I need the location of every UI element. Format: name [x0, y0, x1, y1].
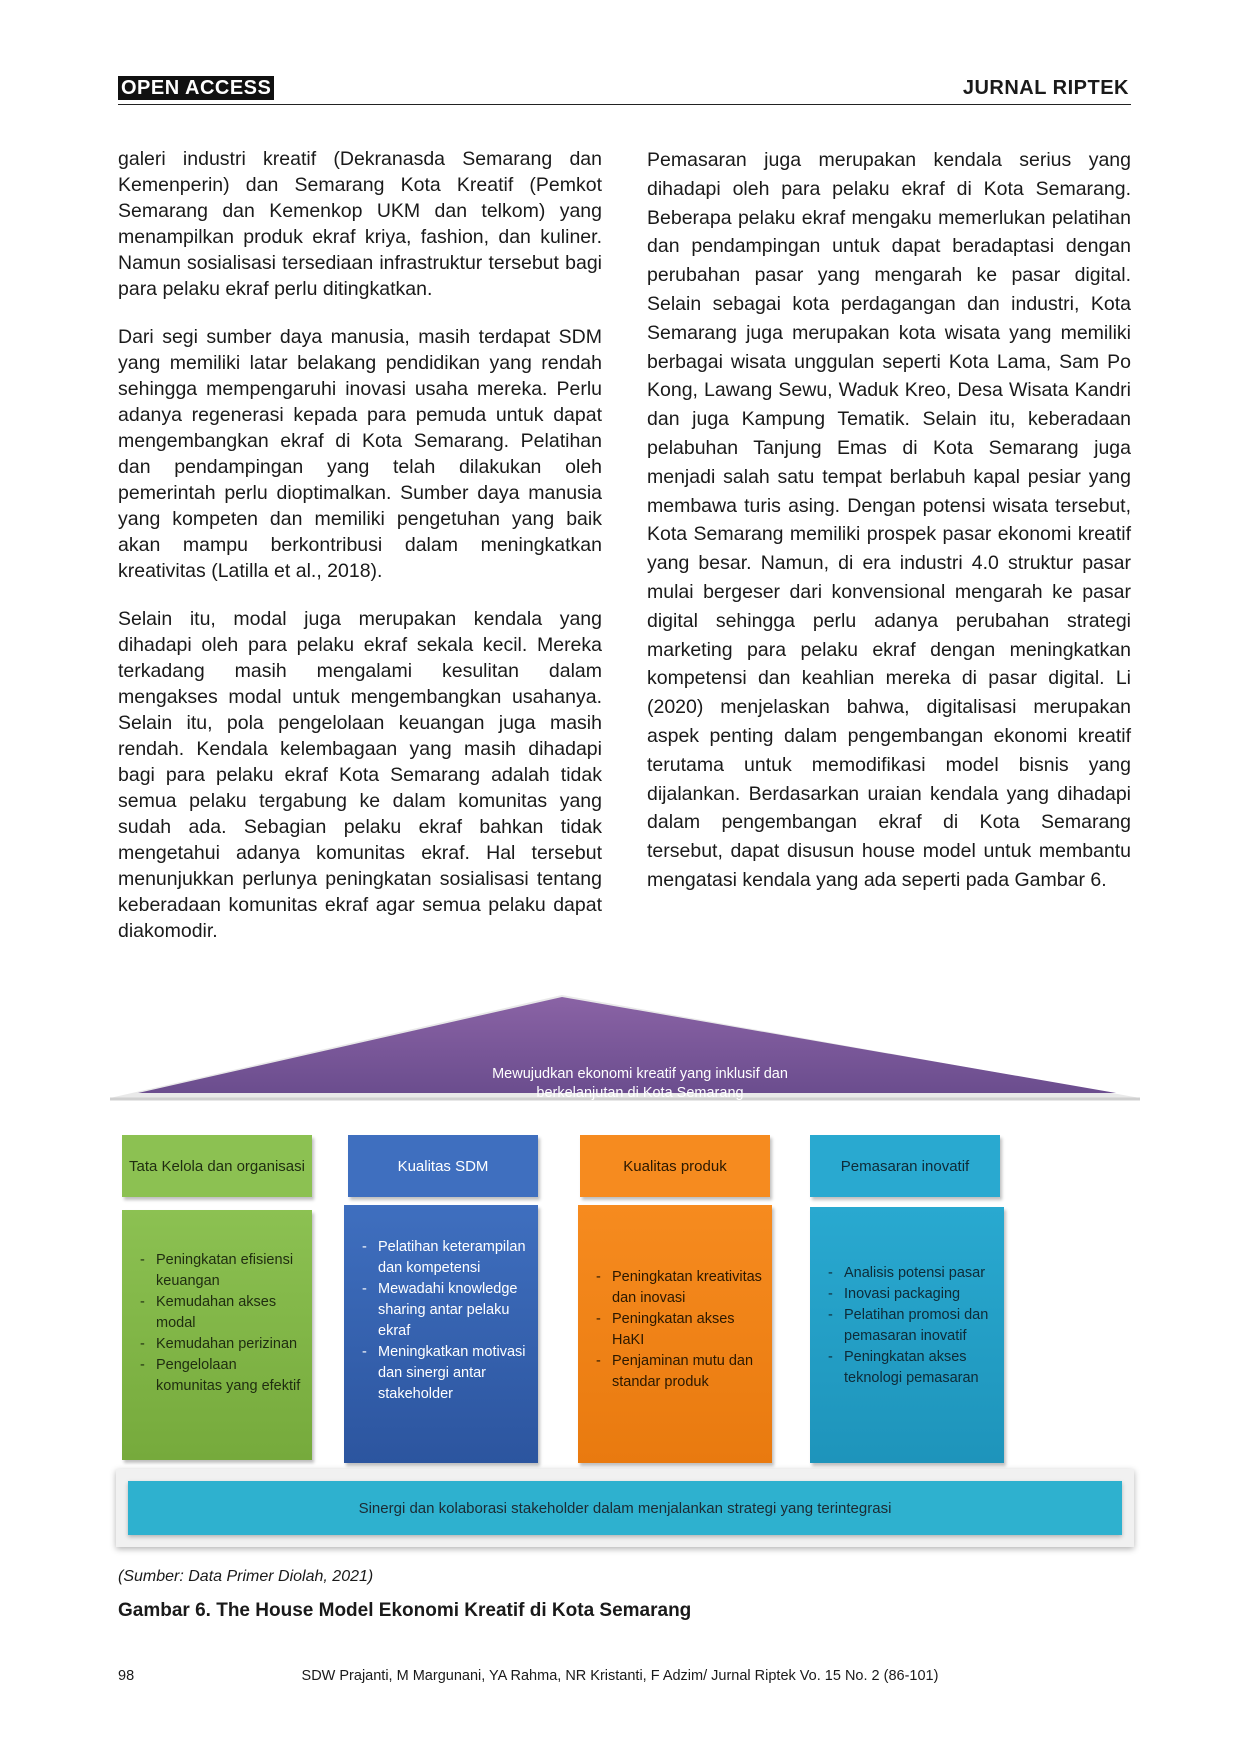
figure-caption: Gambar 6. The House Model Ekonomi Kreati…	[118, 1600, 692, 1621]
list-item: Meningkatkan motivasi dan sinergi antar …	[360, 1342, 528, 1405]
list-item: Penjaminan mutu dan standar produk	[594, 1351, 762, 1393]
page-number: 98	[118, 1668, 135, 1684]
pillar-body-marketing: Analisis potensi pasar Inovasi packaging…	[810, 1207, 1004, 1463]
left-column: galeri industri kreatif (Dekranasda Sema…	[118, 146, 602, 966]
pillar-body-product-quality: Peningkatan kreativitas dan inovasi Peni…	[578, 1205, 772, 1463]
list-item: Inovasi packaging	[826, 1284, 994, 1305]
house-model-diagram: Mewujudkan ekonomi kreatif yang inklusif…	[110, 995, 1140, 1565]
open-access-badge: OPEN ACCESS	[118, 76, 275, 100]
journal-name: JURNAL RIPTEK	[962, 77, 1129, 99]
pillar-head-governance: Tata Kelola dan organisasi	[122, 1135, 312, 1197]
roof-title: Mewujudkan ekonomi kreatif yang inklusif…	[492, 1066, 788, 1101]
page-header: OPEN ACCESS JURNAL RIPTEK	[118, 74, 1131, 105]
list-item: Peningkatan akses HaKI	[594, 1309, 762, 1351]
paragraph: Pemasaran juga merupakan kendala serius …	[647, 149, 1131, 891]
pillar-head-hr-quality: Kualitas SDM	[348, 1135, 538, 1197]
footer-citation: SDW Prajanti, M Margunani, YA Rahma, NR …	[301, 1668, 939, 1684]
list-item: Pelatihan promosi dan pemasaran inovatif	[826, 1305, 994, 1347]
list-item: Peningkatan kreativitas dan inovasi	[594, 1267, 762, 1309]
list-item: Pelatihan keterampilan dan kompetensi	[360, 1237, 528, 1279]
figure-source: (Sumber: Data Primer Diolah, 2021)	[118, 1568, 374, 1585]
list-item: Analisis potensi pasar	[826, 1263, 994, 1284]
list-item: Peningkatan akses teknologi pemasaran	[826, 1347, 994, 1389]
pillar-body-governance: Peningkatan efisiensi keuangan Kemudahan…	[122, 1210, 312, 1460]
list-item: Pengelolaan komunitas yang efektif	[138, 1355, 302, 1397]
right-column: Pemasaran juga merupakan kendala serius …	[647, 146, 1131, 895]
list-item: Kemudahan akses modal	[138, 1292, 302, 1334]
paragraph: galeri industri kreatif (Dekranasda Sema…	[118, 148, 602, 300]
paragraph: Selain itu, modal juga merupakan kendala…	[118, 608, 602, 942]
house-roof	[110, 995, 1140, 1101]
list-item: Mewadahi knowledge sharing antar pelaku …	[360, 1279, 528, 1342]
pillar-body-hr-quality: Pelatihan keterampilan dan kompetensi Me…	[344, 1205, 538, 1463]
list-item: Kemudahan perizinan	[138, 1334, 302, 1355]
pillar-head-product-quality: Kualitas produk	[580, 1135, 770, 1197]
pillar-head-marketing: Pemasaran inovatif	[810, 1135, 1000, 1197]
paragraph: Dari segi sumber daya manusia, masih ter…	[118, 326, 602, 582]
list-item: Peningkatan efisiensi keuangan	[138, 1250, 302, 1292]
foundation-label: Sinergi dan kolaborasi stakeholder dalam…	[128, 1481, 1122, 1535]
